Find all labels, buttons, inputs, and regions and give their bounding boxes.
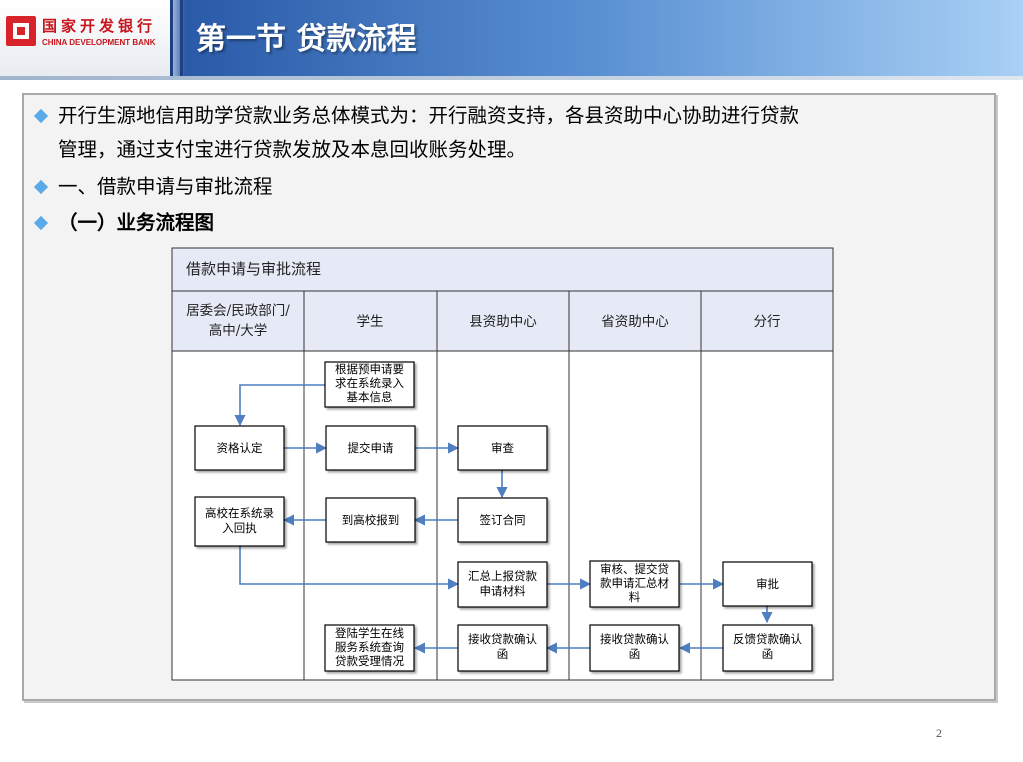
process-box-feedback: 反馈贷款确认 函 — [722, 624, 813, 672]
svg-text:服务系统查询: 服务系统查询 — [335, 640, 404, 654]
svg-text:审批: 审批 — [756, 577, 779, 591]
svg-text:款申请汇总材: 款申请汇总材 — [600, 576, 669, 590]
process-box-report-school: 到高校报到 — [325, 497, 416, 543]
svg-text:资格认定: 资格认定 — [217, 441, 263, 455]
svg-text:汇总上报贷款: 汇总上报贷款 — [468, 569, 537, 583]
process-box-approve: 审批 — [722, 561, 813, 607]
lane-header-community: 高中/大学 — [209, 322, 268, 339]
svg-text:签订合同: 签订合同 — [480, 513, 526, 527]
svg-text:求在系统录入: 求在系统录入 — [335, 376, 404, 390]
svg-text:基本信息: 基本信息 — [347, 390, 393, 404]
logo-chinese-name: 国家开发银行 — [42, 17, 157, 35]
bullet-text: （一）业务流程图 — [58, 211, 215, 234]
lane-header-branch: 分行 — [754, 314, 781, 330]
header-divider — [180, 0, 183, 76]
process-box-county-receive: 接收贷款确认 函 — [457, 624, 548, 672]
process-box-submit: 提交申请 — [325, 425, 416, 471]
svg-text:贷款受理情况: 贷款受理情况 — [335, 654, 404, 668]
svg-text:申请材料: 申请材料 — [480, 584, 526, 598]
header-divider — [170, 0, 173, 76]
diamond-bullet-icon — [33, 108, 49, 124]
bullet-text: 管理，通过支付宝进行贷款发放及本息回收账务处理。 — [58, 138, 527, 161]
svg-text:反馈贷款确认: 反馈贷款确认 — [733, 632, 802, 646]
svg-text:料: 料 — [629, 590, 641, 604]
svg-text:审查: 审查 — [491, 441, 514, 455]
svg-text:函: 函 — [762, 647, 774, 661]
svg-text:高校在系统录: 高校在系统录 — [205, 506, 274, 520]
svg-text:函: 函 — [497, 647, 509, 661]
svg-text:到高校报到: 到高校报到 — [342, 513, 400, 527]
svg-text:审核、提交贷: 审核、提交贷 — [600, 562, 669, 576]
title-bar: 国家开发银行 CHINA DEVELOPMENT BANK 第一节 贷款流程 — [0, 0, 1023, 76]
svg-text:接收贷款确认: 接收贷款确认 — [468, 632, 537, 646]
process-box-info-entry: 根据预申请要 求在系统录入 基本信息 — [324, 361, 415, 408]
svg-text:入回执: 入回执 — [222, 521, 257, 535]
lane-header-county-center: 县资助中心 — [469, 314, 537, 330]
process-box-qualify: 资格认定 — [194, 425, 285, 471]
process-box-province-review: 审核、提交贷 款申请汇总材 料 — [589, 560, 680, 608]
lane-header-province-center: 省资助中心 — [601, 314, 669, 330]
bank-logo-icon — [6, 16, 36, 46]
page-title: 第一节 贷款流程 — [196, 22, 417, 57]
svg-text:根据预申请要: 根据预申请要 — [335, 362, 404, 376]
process-box-review: 审查 — [457, 425, 548, 471]
lane-header-row — [171, 290, 834, 352]
svg-text:函: 函 — [629, 647, 641, 661]
bullet-text: 一、借款申请与审批流程 — [58, 175, 273, 198]
flow-arrow — [239, 546, 460, 590]
diamond-bullet-icon — [33, 215, 49, 231]
process-box-receipt: 高校在系统录 入回执 — [194, 496, 285, 547]
lane-header-student: 学生 — [357, 314, 384, 330]
lane-header-community: 居委会/民政部门/ — [186, 303, 290, 319]
process-box-province-receive: 接收贷款确认 函 — [589, 624, 680, 672]
flow-arrow — [234, 384, 325, 427]
bullet-text: 开行生源地信用助学贷款业务总体模式为：开行融资支持，各县资助中心协助进行贷款 — [58, 104, 800, 127]
slide-number: 2 — [936, 726, 942, 740]
flowchart-title: 借款申请与审批流程 — [186, 260, 321, 278]
svg-text:登陆学生在线: 登陆学生在线 — [335, 626, 404, 640]
svg-text:接收贷款确认: 接收贷款确认 — [600, 632, 669, 646]
process-box-sign: 签订合同 — [457, 497, 548, 543]
diamond-bullet-icon — [33, 179, 49, 195]
logo: 国家开发银行 CHINA DEVELOPMENT BANK — [0, 0, 170, 76]
svg-text:提交申请: 提交申请 — [348, 441, 394, 455]
header-underline — [0, 76, 1023, 80]
process-box-summary-report: 汇总上报贷款 申请材料 — [457, 561, 548, 608]
logo-english-name: CHINA DEVELOPMENT BANK — [42, 38, 156, 47]
flowchart-title-cell — [171, 247, 834, 292]
process-box-login-query: 登陆学生在线 服务系统查询 贷款受理情况 — [324, 624, 415, 672]
